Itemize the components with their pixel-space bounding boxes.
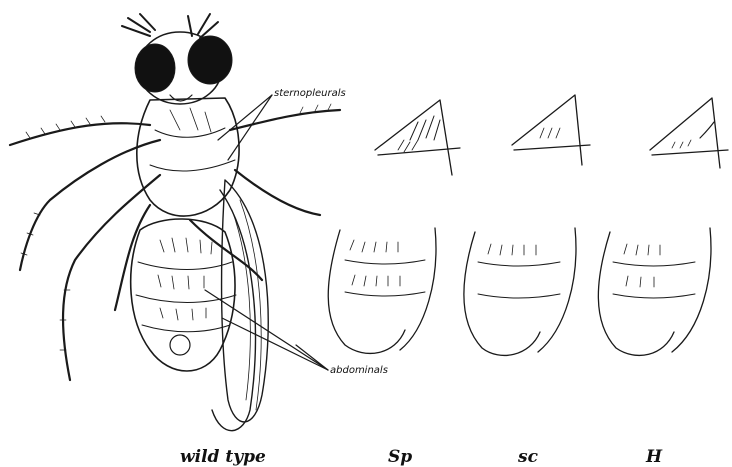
right-compound-eye (188, 36, 232, 84)
sp-sternopleural-sketch (375, 100, 460, 175)
sp-abdomen-sketch (328, 228, 436, 353)
left-compound-eye (135, 44, 175, 92)
sc-abdomen-sketch (464, 228, 576, 355)
h-sternopleural-sketch (650, 98, 728, 168)
wild-type-fly-illustration (10, 14, 340, 431)
caption-h: H (645, 447, 663, 467)
fly-legs (10, 110, 340, 380)
head-bristles (122, 14, 218, 38)
sternopleurals-label: sternopleurals (274, 88, 346, 99)
fly-wings (212, 180, 268, 431)
caption-wild-type: wild type (180, 447, 266, 467)
abdominals-label: abdominals (330, 365, 388, 376)
fly-abdomen (131, 219, 236, 371)
sternopleurals-leader-lines (218, 95, 272, 160)
fly-head (135, 32, 232, 104)
caption-sp: Sp (388, 447, 412, 467)
sc-sternopleural-sketch (512, 95, 590, 165)
caption-sc: sc (517, 447, 539, 467)
leg-hair-texture (21, 104, 331, 350)
h-abdomen-sketch (598, 228, 711, 355)
